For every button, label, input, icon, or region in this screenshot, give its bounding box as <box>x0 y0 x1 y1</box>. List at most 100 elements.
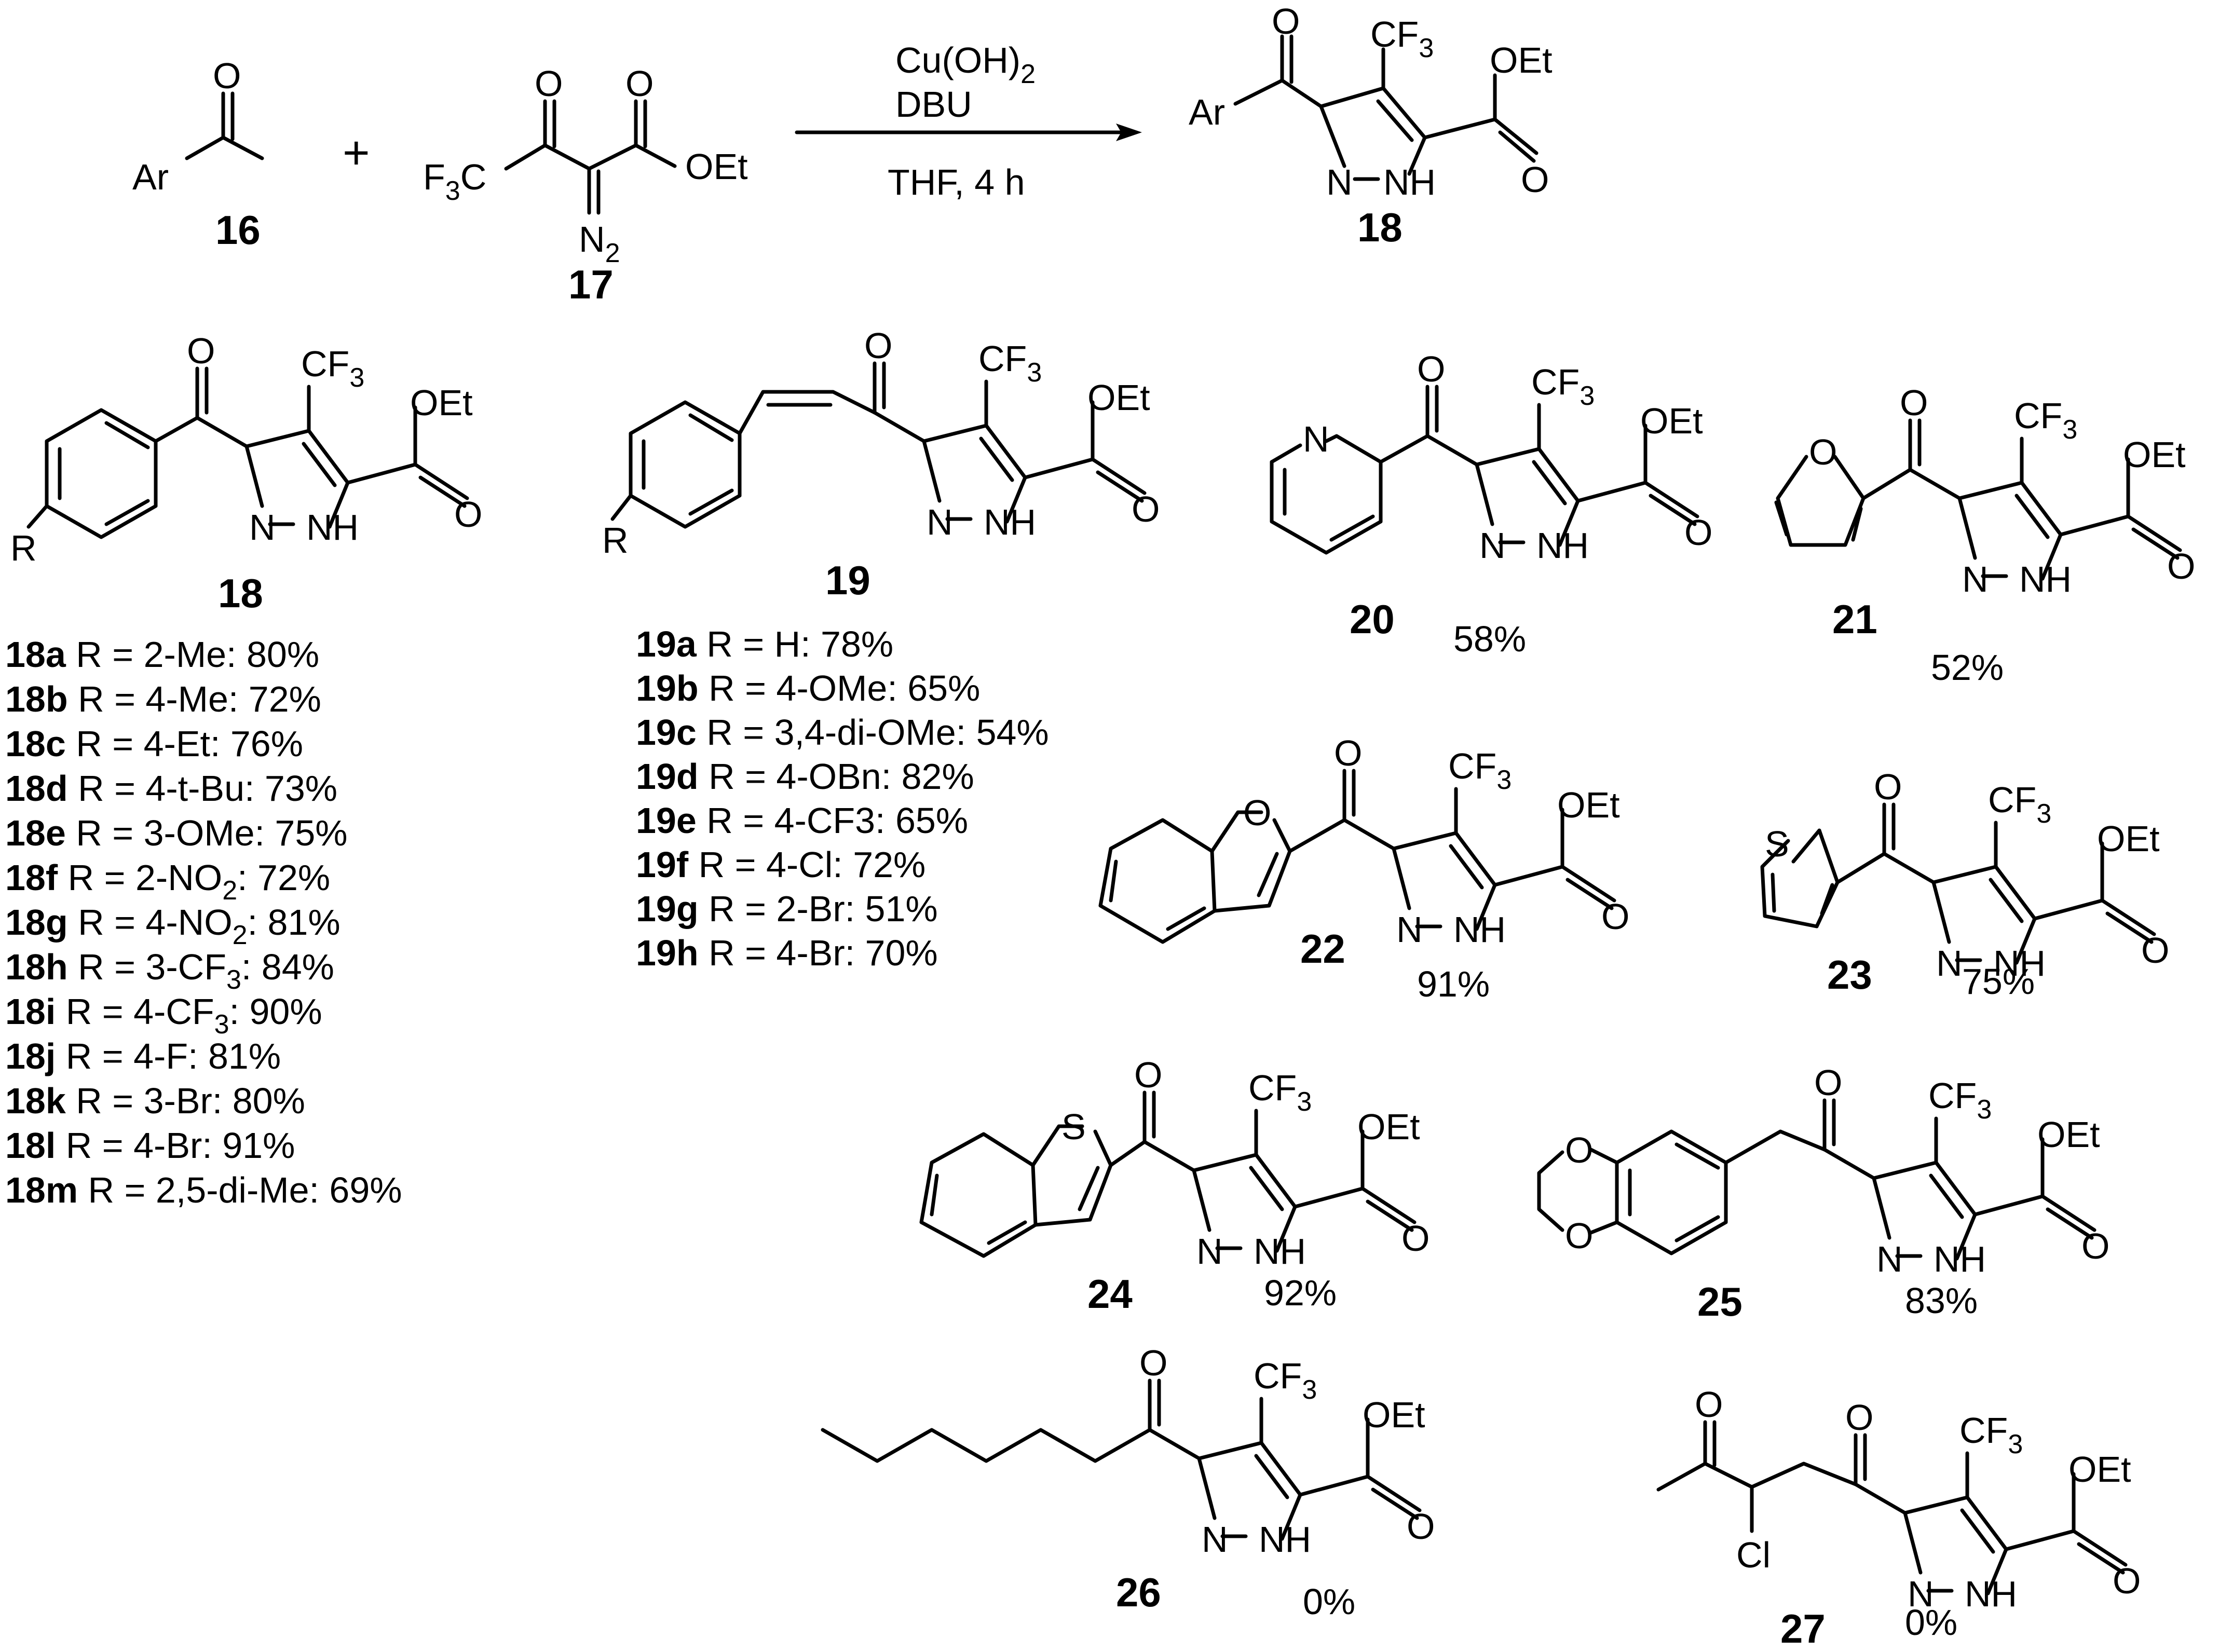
atom-o: O <box>1695 1384 1723 1425</box>
atom-o: O <box>1407 1506 1435 1547</box>
atom-nh: NH <box>984 502 1036 542</box>
atom-n: N <box>1936 943 1963 984</box>
atom-o: O <box>1417 349 1445 389</box>
atom-o: O <box>1814 1062 1842 1103</box>
entry-id: 19h <box>636 933 699 973</box>
entry-subscript: 3 <box>226 965 241 995</box>
atom-subscript: 3 <box>1302 1375 1317 1405</box>
atom-o: O <box>454 494 482 535</box>
entry-id: 18i <box>5 991 56 1032</box>
atom-nh: NH <box>1259 1519 1311 1560</box>
atom-cf3: CF <box>1370 14 1419 54</box>
entry-subscript: 3 <box>214 1009 229 1040</box>
atom-o: O <box>187 331 215 371</box>
compound-22-structure: O O CF3 OEt O N NH <box>1098 733 1629 950</box>
compound-label-22: 22 <box>1300 926 1345 972</box>
entry-substituent: R = 2-NO <box>58 857 222 898</box>
entry-substituent: R = 2-Me: 80% <box>66 634 319 675</box>
entry-substituent: R = 2,5-di-Me: 69% <box>78 1170 402 1210</box>
compound-yield-26: 0% <box>1303 1581 1355 1622</box>
atom-cf3: CF <box>1531 362 1580 402</box>
atom-nh: NH <box>1383 162 1436 202</box>
atom-ar: Ar <box>1189 92 1225 132</box>
atom-o: O <box>1684 512 1712 553</box>
atom-o: O <box>1809 432 1837 472</box>
entry-yield: : 72% <box>237 857 330 898</box>
atom-oet: OEt <box>1490 40 1553 80</box>
atom-oet: OEt <box>685 146 748 187</box>
atom-o: O <box>1565 1130 1593 1170</box>
entry-substituent: R = 4-t-Bu: 73% <box>68 768 337 809</box>
atom-o: O <box>1134 1055 1162 1095</box>
entry-yield: : 81% <box>248 902 341 943</box>
entry-subscript: 2 <box>233 920 248 950</box>
atom-o: O <box>2113 1561 2141 1601</box>
series-19-entry-19f: 19f R = 4-Cl: 72% <box>636 844 925 885</box>
compound-label-16: 16 <box>215 207 261 253</box>
atom-nh: NH <box>1993 943 2046 984</box>
atom-o: O <box>625 63 654 104</box>
entry-substituent: R = 3-CF <box>68 947 226 987</box>
atom-n: N <box>1396 909 1423 950</box>
atom-o: O <box>1139 1343 1167 1383</box>
series-18-entry-18a: 18a R = 2-Me: 80% <box>5 634 319 675</box>
atom-n: N <box>1908 1574 1934 1614</box>
compound-18-product-structure: O Ar CF3 OEt O N NH <box>1189 1 1553 202</box>
atom-cf3: CF <box>2014 395 2062 436</box>
series-18-entry-18j: 18j R = 4-F: 81% <box>5 1036 281 1076</box>
atom-cl: Cl <box>1736 1535 1771 1575</box>
entry-substituent: R = 4-F: 81% <box>56 1036 281 1076</box>
compound-label-18: 18 <box>218 570 263 616</box>
svg-text:CF3: CF3 <box>1448 746 1512 795</box>
entry-id: 19a <box>636 624 697 664</box>
entry-substituent: R = 4-CF3: 65% <box>697 800 968 841</box>
atom-cf3: CF <box>1988 780 2036 820</box>
compound-16-structure: O Ar <box>132 56 264 197</box>
series-18-yield-list: 18a R = 2-Me: 80%18b R = 4-Me: 72%18c R … <box>5 634 402 1210</box>
entry-substituent: R = 3-Br: 80% <box>66 1081 305 1121</box>
atom-f3c: F <box>423 157 445 197</box>
atom-n: N <box>1202 1519 1228 1560</box>
compound-yield-20: 58% <box>1453 619 1526 659</box>
atom-o: O <box>213 56 241 96</box>
svg-text:CF3: CF3 <box>1254 1356 1317 1405</box>
svg-text:N2: N2 <box>579 219 620 268</box>
atom-n: N <box>1326 162 1353 202</box>
series-19-entry-19c: 19c R = 3,4-di-OMe: 54% <box>636 712 1049 753</box>
atom-o: O <box>2081 1226 2109 1266</box>
compound-25-structure: O O O CF3 OEt O N NH <box>1537 1062 2109 1279</box>
entry-id: 19g <box>636 889 699 929</box>
entry-id: 18f <box>5 857 58 898</box>
atom-r: R <box>602 520 629 561</box>
compound-yield-24: 92% <box>1264 1273 1337 1313</box>
entry-id: 18j <box>5 1036 56 1076</box>
compound-label-24: 24 <box>1087 1271 1133 1317</box>
compound-17-structure: O O OEt F3C N2 <box>423 63 748 268</box>
atom-cf3: CF <box>1254 1356 1302 1396</box>
compound-yield-27: 0% <box>1905 1602 1957 1643</box>
atom-nh: NH <box>1254 1231 1306 1272</box>
reaction-equation: O Ar 16 + O O OEt F3C N2 17 Cu(OH)2 DBU <box>132 1 1553 307</box>
atom-o: O <box>1334 733 1362 773</box>
entry-substituent: R = 4-Br: 91% <box>56 1125 295 1166</box>
atom-oet: OEt <box>1557 785 1620 825</box>
entry-substituent: R = 4-Me: 72% <box>68 679 321 719</box>
series-19-entry-19a: 19a R = H: 78% <box>636 624 893 664</box>
entry-id: 19e <box>636 800 697 841</box>
compound-label-27: 27 <box>1780 1606 1826 1651</box>
atom-nh: NH <box>1453 909 1506 950</box>
atom-o: O <box>1874 767 1902 807</box>
series-19-yield-list: 19a R = H: 78%19b R = 4-OMe: 65%19c R = … <box>636 624 1049 973</box>
svg-text:CF3: CF3 <box>1959 1410 2023 1459</box>
series-18-entry-18e: 18e R = 3-OMe: 75% <box>5 813 348 853</box>
svg-text:CF3: CF3 <box>1928 1075 1992 1125</box>
svg-text:CF3: CF3 <box>1248 1068 1312 1117</box>
atom-o: O <box>1132 489 1160 529</box>
entry-substituent: R = H: 78% <box>697 624 893 664</box>
atom-cf3: CF <box>978 338 1027 379</box>
entry-id: 18m <box>5 1170 78 1210</box>
atom-n: N <box>1876 1239 1903 1279</box>
atom-cf3: CF <box>301 344 349 384</box>
compound-label-26: 26 <box>1116 1569 1161 1615</box>
